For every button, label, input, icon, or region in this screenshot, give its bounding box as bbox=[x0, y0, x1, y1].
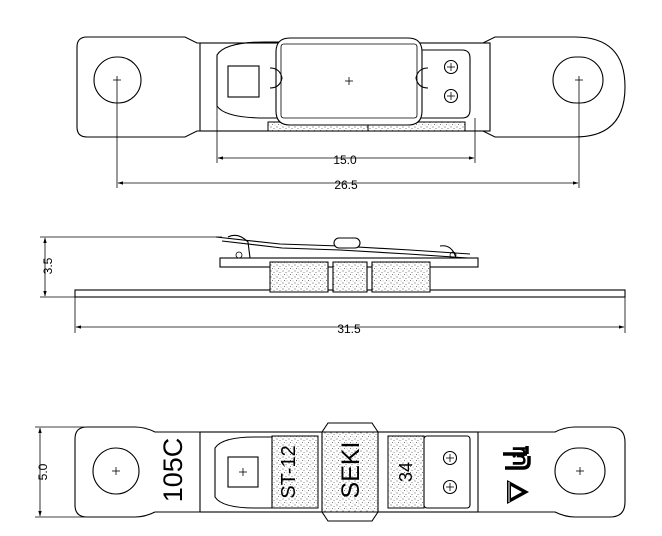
dimension-26-5-label: 26.5 bbox=[334, 178, 358, 192]
model-marking: ST-12 bbox=[278, 445, 300, 498]
dimension-5-0: 5.0 bbox=[35, 426, 85, 518]
bottom-view: 105C ST-12 SEKI 34 ꭐ 5.0 bbox=[35, 422, 626, 522]
bottom-view-left-pad bbox=[227, 456, 259, 488]
side-view-right-clip bbox=[439, 245, 457, 259]
dimension-3-5: 3.5 bbox=[40, 236, 222, 298]
top-view-right-hole bbox=[552, 56, 604, 104]
bottom-view-screw-bottom bbox=[442, 479, 458, 495]
bottom-view-right-hole bbox=[554, 447, 606, 495]
side-view-left-clip bbox=[227, 234, 251, 259]
top-view-spring-right bbox=[415, 67, 429, 89]
bottom-view-left-hole bbox=[92, 447, 140, 495]
bottom-view-left-label-area bbox=[271, 435, 319, 509]
brand-marking: SEKI bbox=[337, 442, 365, 499]
side-view-insulator-right bbox=[371, 261, 431, 293]
dimension-31-5-label: 31.5 bbox=[337, 322, 361, 336]
top-view-left-pad bbox=[227, 65, 260, 98]
top-view-base-plate bbox=[76, 36, 626, 138]
top-view-screw-top bbox=[443, 59, 459, 75]
bottom-view-screw-top bbox=[442, 450, 458, 466]
ul-recognized-mark-icon: ꭐ bbox=[503, 446, 531, 470]
side-view: 3.5 31.5 bbox=[40, 234, 626, 336]
bottom-view-base-plate bbox=[74, 422, 626, 522]
dimension-15-label: 15.0 bbox=[333, 153, 357, 167]
temperature-code-marking: 105C bbox=[158, 438, 188, 503]
tuv-mark-icon bbox=[507, 480, 529, 504]
top-view-spring-left bbox=[269, 67, 283, 89]
bottom-view-right-label-area bbox=[387, 435, 425, 509]
top-view-left-hole bbox=[93, 56, 142, 104]
dimension-5-0-label: 5.0 bbox=[36, 463, 50, 480]
side-view-contact bbox=[333, 237, 361, 249]
dimension-15: 15.0 bbox=[216, 106, 476, 167]
bottom-view-right-housing bbox=[377, 431, 479, 513]
dimension-3-5-label: 3.5 bbox=[41, 257, 55, 274]
bottom-view-left-housing bbox=[199, 431, 323, 513]
bottom-view-left-terminal bbox=[214, 436, 273, 509]
code-marking: 34 bbox=[396, 462, 416, 482]
top-view: 15.0 26.5 bbox=[76, 36, 626, 192]
svg-text:ꭐ: ꭐ bbox=[505, 446, 530, 466]
side-view-insulator-center bbox=[332, 261, 368, 293]
side-view-insulator-left bbox=[269, 261, 329, 293]
top-view-right-terminal bbox=[394, 49, 471, 119]
dimension-26-5: 26.5 bbox=[116, 84, 580, 192]
dimension-31-5: 31.5 bbox=[74, 297, 626, 336]
top-view-screw-bottom bbox=[443, 88, 459, 104]
bottom-view-right-terminal bbox=[423, 435, 471, 509]
